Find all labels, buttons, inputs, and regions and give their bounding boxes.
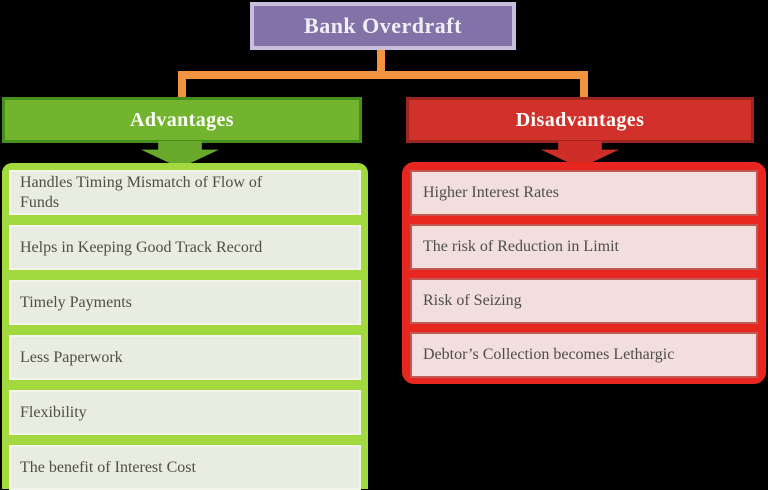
advantage-item: The benefit of Interest Cost <box>9 445 361 490</box>
disadvantage-item: Risk of Seizing <box>410 278 758 324</box>
advantage-item: Flexibility <box>9 390 361 435</box>
advantage-item: Handles Timing Mismatch of Flow of Funds <box>9 170 361 215</box>
advantage-item: Timely Payments <box>9 280 361 325</box>
title-box: Bank Overdraft <box>250 2 516 50</box>
disadvantages-header-label: Disadvantages <box>515 108 645 131</box>
disadvantage-item: The risk of Reduction in Limit <box>410 224 758 270</box>
connector-drop-left <box>178 71 186 98</box>
connector-horizontal <box>178 71 588 79</box>
disadvantage-item: Higher Interest Rates <box>410 170 758 216</box>
diagram-title: Bank Overdraft <box>304 13 462 38</box>
connector-stub <box>377 50 385 72</box>
connector-drop-right <box>580 71 588 98</box>
advantages-header-label: Advantages <box>129 108 234 131</box>
advantage-item: Less Paperwork <box>9 335 361 380</box>
advantage-item: Helps in Keeping Good Track Record <box>9 225 361 270</box>
disadvantage-item: Debtor’s Collection becomes Lethargic <box>410 332 758 378</box>
advantages-panel: Handles Timing Mismatch of Flow of Funds… <box>2 163 368 490</box>
disadvantages-header: Disadvantages <box>406 97 754 143</box>
advantages-header: Advantages <box>2 97 362 143</box>
